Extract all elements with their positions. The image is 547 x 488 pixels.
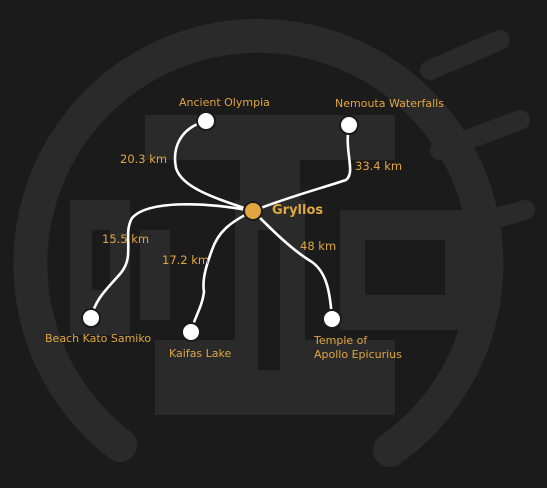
route-ancient-olympia bbox=[173, 119, 255, 213]
label-temple-apollo-line2: Apollo Epicurius bbox=[314, 348, 402, 361]
node-ancient-olympia bbox=[196, 111, 216, 131]
route-beach-kato-samiko bbox=[89, 203, 255, 320]
route-nemouta-waterfalls bbox=[251, 123, 352, 213]
node-beach-kato-samiko bbox=[81, 308, 101, 328]
node-kaifas-lake bbox=[181, 322, 201, 342]
distance-beach-kato-samiko: 15.5 km bbox=[102, 232, 150, 246]
label-beach-kato-samiko: Beach Kato Samiko bbox=[45, 332, 152, 345]
label-temple-apollo-line1: Temple of bbox=[314, 334, 368, 347]
distance-nemouta-waterfalls: 33.4 km bbox=[355, 159, 403, 173]
label-nemouta-waterfalls: Nemouta Waterfalls bbox=[335, 97, 444, 110]
distance-kaifas-lake: 17.2 km bbox=[162, 253, 210, 267]
distance-temple-apollo: 48 km bbox=[300, 239, 337, 253]
center-marker bbox=[243, 201, 263, 221]
distance-ancient-olympia: 20.3 km bbox=[120, 152, 168, 166]
center-label: Gryllos bbox=[272, 203, 324, 218]
route-kaifas-lake bbox=[189, 209, 255, 334]
node-temple-apollo bbox=[322, 309, 342, 329]
route-temple-apollo bbox=[251, 209, 334, 321]
label-kaifas-lake: Kaifas Lake bbox=[169, 347, 232, 360]
label-ancient-olympia: Ancient Olympia bbox=[179, 96, 270, 109]
node-nemouta-waterfalls bbox=[339, 115, 359, 135]
